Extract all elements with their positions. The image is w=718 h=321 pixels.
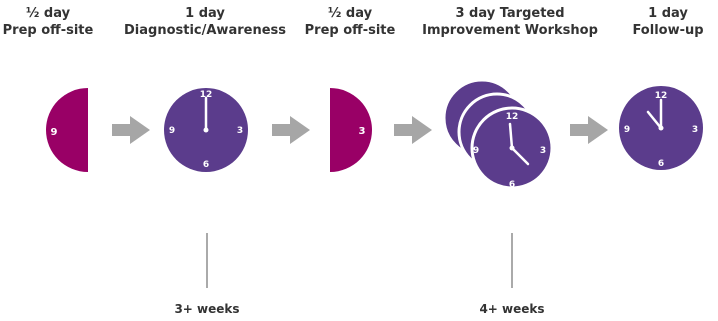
clock-number-nine: 9 [51, 127, 58, 138]
arrow-right-icon [112, 116, 150, 144]
arrow-right-icon [272, 116, 310, 144]
clock-icon: 12 3 6 9 [164, 88, 248, 172]
clock-icon: 12 3 6 9 [619, 86, 703, 170]
step-duration: 3 day Targeted [455, 6, 565, 21]
step-duration: ½ day [327, 6, 373, 21]
stacked-clocks-icon: 12 3 6 9 [442, 78, 554, 190]
duration-label-second: 4+ weeks [479, 302, 545, 316]
arrow-right-icon [394, 116, 432, 144]
half-clock-right-icon: 3 [330, 88, 372, 172]
clock-number-nine: 9 [624, 125, 630, 135]
clock-number-three: 3 [692, 125, 698, 135]
step-title: Diagnostic/Awareness [124, 23, 286, 38]
clock-number-three: 3 [540, 146, 546, 156]
step-duration: ½ day [25, 6, 71, 21]
clock-number-six: 6 [658, 159, 664, 169]
clock-number-twelve: 12 [655, 91, 668, 101]
duration-label-first: 3+ weeks [174, 302, 240, 316]
arrow-right-icon [570, 116, 608, 144]
clock-number-six: 6 [203, 160, 209, 170]
clock-number-nine: 9 [473, 146, 479, 156]
step-label-diagnostic: 1 day Diagnostic/Awareness [120, 5, 290, 39]
step-label-workshop: 3 day Targeted Improvement Workshop [410, 5, 610, 39]
step-duration: 1 day [185, 6, 225, 21]
step-label-follow-up: 1 day Follow-up [620, 5, 716, 39]
step-title: Prep off-site [304, 23, 396, 38]
clock-number-twelve: 12 [506, 112, 519, 122]
clock-number-three: 3 [237, 126, 243, 136]
step-label-prep-1: ½ day Prep off-site [0, 5, 96, 39]
clock-number-six: 6 [509, 180, 515, 190]
half-clock-left-icon: 9 [46, 88, 88, 172]
clock-number-nine: 9 [169, 126, 175, 136]
step-label-prep-2: ½ day Prep off-site [300, 5, 400, 39]
clock-number-three: 3 [359, 126, 366, 137]
step-title: Improvement Workshop [422, 23, 598, 38]
clock-number-twelve: 12 [200, 90, 213, 100]
step-duration: 1 day [648, 6, 688, 21]
step-title: Follow-up [632, 23, 704, 38]
step-title: Prep off-site [2, 23, 94, 38]
